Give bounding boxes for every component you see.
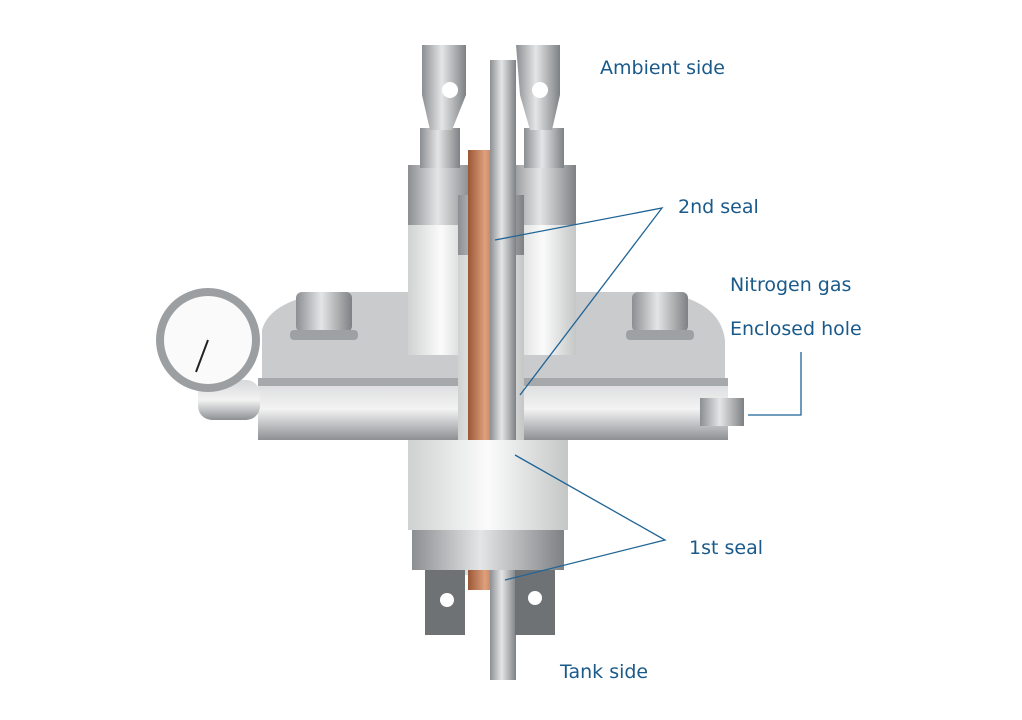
center-conductor <box>458 60 524 680</box>
enclosed-hole-leader <box>748 352 802 416</box>
insulator-lower <box>408 440 568 635</box>
label-second-seal: 2nd seal <box>678 196 759 218</box>
bolt <box>290 292 358 340</box>
label-first-seal: 1st seal <box>689 537 763 559</box>
second-seal-leader <box>494 207 664 396</box>
bolt <box>626 292 694 340</box>
label-nitrogen-gas: Nitrogen gas <box>730 274 852 296</box>
pressure-gauge <box>156 288 260 420</box>
label-ambient-side: Ambient side <box>600 57 725 79</box>
enclosed-hole-port <box>700 398 744 426</box>
label-enclosed-hole: Enclosed hole <box>730 318 862 340</box>
first-seal-leader <box>504 454 667 581</box>
label-tank-side: Tank side <box>560 661 649 683</box>
